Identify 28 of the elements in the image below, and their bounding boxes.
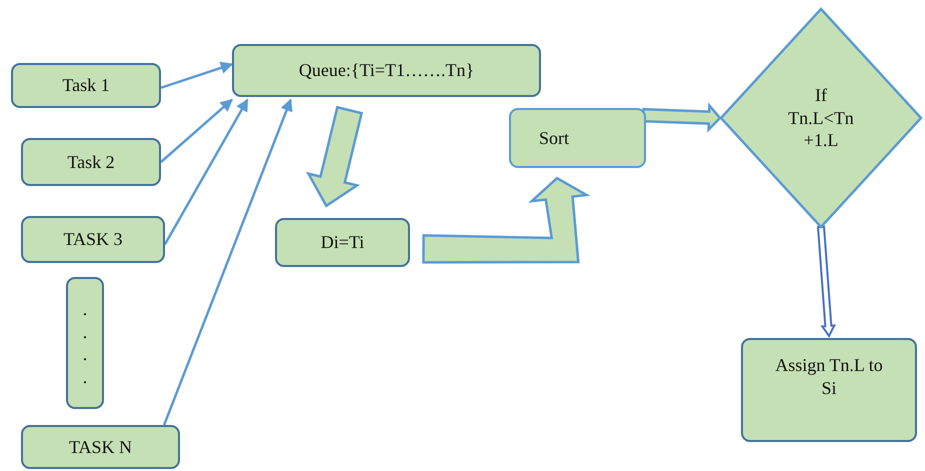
process-box <box>741 338 917 442</box>
node-label: Di=Ti <box>320 231 364 254</box>
arrow <box>164 98 249 245</box>
node-label: . . . . <box>82 298 88 388</box>
node-label: TASK N <box>68 436 132 458</box>
node-label: Sort <box>539 126 570 150</box>
decision-diamond <box>720 8 922 228</box>
block-arrow <box>816 226 836 338</box>
process-box <box>21 138 161 186</box>
block-arrow <box>642 102 722 133</box>
process-box <box>66 277 104 409</box>
process-box <box>21 216 165 263</box>
process-box <box>509 108 646 168</box>
node-label: Queue:{Ti=T1…….Tn} <box>298 59 474 82</box>
node-label: Task 2 <box>67 150 115 174</box>
process-box <box>11 63 161 108</box>
process-box <box>232 44 541 97</box>
block-arrow <box>422 176 590 264</box>
node-label: Assign Tn.L to Si <box>774 354 884 399</box>
node-label: TASK 3 <box>63 228 123 251</box>
process-box <box>21 425 180 469</box>
arrow <box>160 62 234 89</box>
block-arrow <box>306 106 364 208</box>
arrow <box>162 98 292 426</box>
node-label: If Tn.L<Tn +1.L <box>787 84 855 152</box>
node-label: Task 1 <box>62 74 110 97</box>
arrow <box>160 98 233 163</box>
process-box <box>275 218 410 267</box>
